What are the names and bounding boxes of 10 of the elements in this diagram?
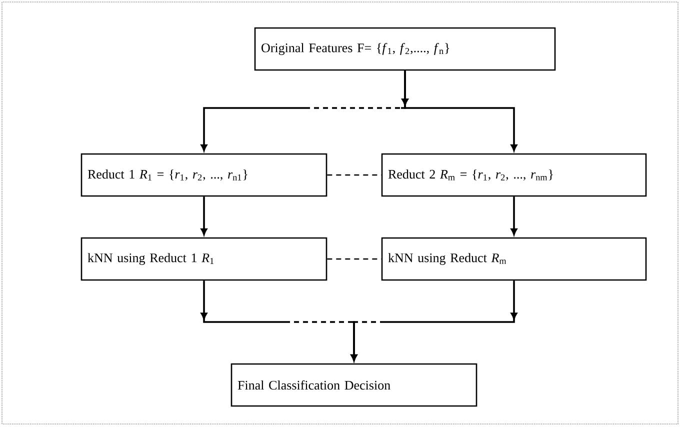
- arrow: [200, 196, 208, 236]
- arrow: [402, 70, 518, 152]
- process-box: Original Features F= {f$_{1}$, f$_{2}$,...., f$_{n}$}: [254, 27, 556, 71]
- process-box: Reduct 1 R$_{1}$ = {r$_{1}$, r$_{2}$, ..., r$_{n1}$}: [80, 153, 328, 197]
- process-box: Reduct 2 R$_{m}$ = {r$_{1}$, r$_{2}$, ..., r$_{nm}$}: [381, 153, 647, 197]
- process-box: kNN using Reduct 1 R$_{1}$: [80, 237, 328, 281]
- process-box: kNN using Reduct R$_{m}$: [381, 237, 647, 281]
- arrow: [350, 280, 518, 362]
- arrow: [510, 196, 518, 236]
- process-box: Final Classification Decision: [230, 363, 478, 407]
